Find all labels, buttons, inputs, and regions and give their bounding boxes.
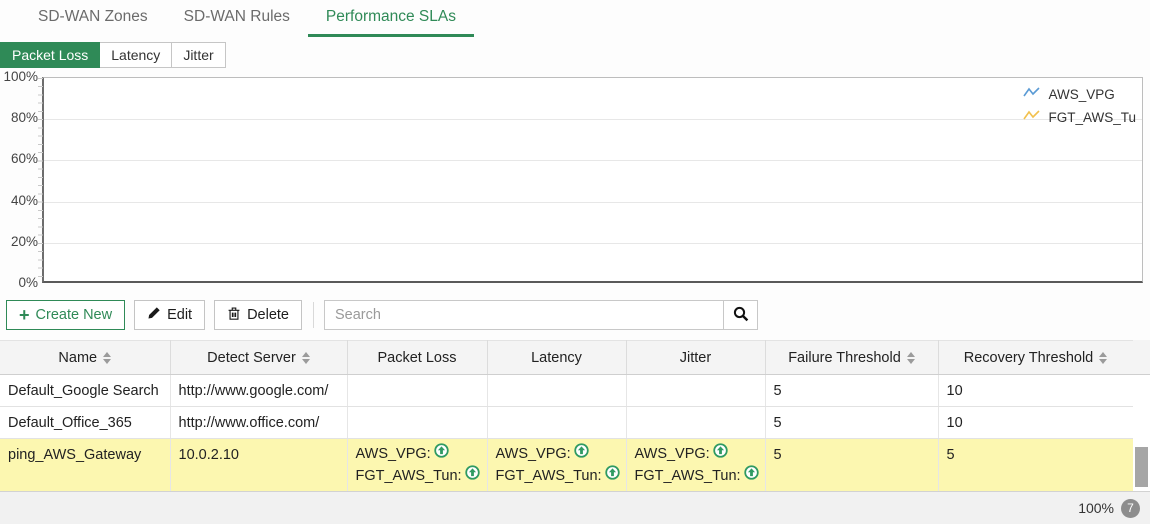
col-header-latency[interactable]: Latency (487, 340, 627, 375)
search-bar (324, 300, 758, 330)
y-axis-tick: 60% (10, 151, 38, 166)
status-footer: 100% 7 (0, 491, 1150, 524)
y-axis-tick: 0% (18, 275, 38, 290)
y-axis-minor-ticks (38, 78, 43, 281)
table-scrollbar (1133, 340, 1150, 491)
status-up-icon (713, 443, 728, 465)
toolbar-divider (313, 302, 314, 328)
packet-loss-chart: 100% 80% 60% 40% 20% 0% AWS_VPG FGT_AWS_… (0, 69, 1150, 290)
pencil-icon (147, 306, 161, 324)
col-header-packet-loss[interactable]: Packet Loss (347, 340, 488, 375)
col-header-recovery-threshold[interactable]: Recovery Threshold (938, 340, 1134, 375)
status-up-icon (464, 465, 480, 487)
zoom-level: 100% (1078, 500, 1114, 516)
line-series-icon (1023, 86, 1041, 102)
chart-legend: AWS_VPG FGT_AWS_Tu (1023, 86, 1136, 125)
tab-performance-slas[interactable]: Performance SLAs (307, 0, 474, 37)
trash-icon (227, 306, 241, 325)
cell-latency (487, 374, 627, 407)
col-header-jitter[interactable]: Jitter (626, 340, 766, 375)
y-axis-tick: 100% (3, 69, 38, 84)
legend-item-fgt-aws-tu: FGT_AWS_Tu (1023, 109, 1136, 125)
plus-icon: + (19, 305, 30, 325)
cell-detect-server: 10.0.2.10 (170, 438, 348, 492)
tab-sdwan-rules[interactable]: SD-WAN Rules (183, 8, 290, 25)
cell-failure-threshold: 5 (765, 406, 939, 439)
sort-icon (906, 351, 915, 364)
cell-jitter: AWS_VPG: FGT_AWS_Tun: (626, 438, 766, 492)
cell-packet-loss: AWS_VPG: FGT_AWS_Tun: (347, 438, 488, 492)
edit-button[interactable]: Edit (134, 300, 206, 330)
scrollbar-thumb[interactable] (1135, 447, 1148, 487)
legend-item-aws-vpg: AWS_VPG (1023, 86, 1115, 102)
search-input[interactable] (324, 300, 724, 330)
tab-sdwan-zones[interactable]: SD-WAN Zones (38, 8, 148, 25)
line-series-icon (1023, 109, 1041, 125)
sla-table: Name Detect Server Packet Loss Latency J… (0, 340, 1134, 492)
cell-latency (487, 406, 627, 439)
table-row-default-google-search[interactable]: Default_Google Search http://www.google.… (0, 374, 1134, 407)
cell-jitter (626, 406, 766, 439)
cell-recovery-threshold: 10 (938, 374, 1134, 407)
cell-recovery-threshold: 10 (938, 406, 1134, 439)
delete-button[interactable]: Delete (214, 300, 302, 330)
subtab-packet-loss[interactable]: Packet Loss (0, 42, 101, 68)
cell-packet-loss (347, 406, 488, 439)
cell-name: ping_AWS_Gateway (0, 438, 171, 492)
search-icon (733, 306, 749, 325)
status-up-icon (574, 443, 589, 465)
status-up-icon (743, 465, 759, 487)
cell-failure-threshold: 5 (765, 438, 939, 492)
cell-packet-loss (347, 374, 488, 407)
cell-latency: AWS_VPG: FGT_AWS_Tun: (487, 438, 627, 492)
cell-jitter (626, 374, 766, 407)
table-row-ping-aws-gateway-selected[interactable]: ping_AWS_Gateway 10.0.2.10 AWS_VPG: FGT_… (0, 438, 1134, 492)
table-header-row: Name Detect Server Packet Loss Latency J… (0, 340, 1134, 375)
col-header-failure-threshold[interactable]: Failure Threshold (765, 340, 939, 375)
search-button[interactable] (724, 300, 758, 330)
sort-icon (103, 351, 112, 364)
sort-icon (301, 351, 310, 364)
col-header-detect-server[interactable]: Detect Server (170, 340, 348, 375)
cell-failure-threshold: 5 (765, 374, 939, 407)
metric-subtabs: Packet Loss Latency Jitter (0, 42, 226, 68)
status-up-icon (604, 465, 620, 487)
top-tab-bar: SD-WAN Zones SD-WAN Rules Performance SL… (0, 0, 1150, 37)
cell-recovery-threshold: 5 (938, 438, 1134, 492)
create-new-button[interactable]: + Create New (6, 300, 126, 330)
cell-name: Default_Office_365 (0, 406, 171, 439)
chart-plot-area: AWS_VPG FGT_AWS_Tu (38, 77, 1143, 283)
table-toolbar: + Create New Edit Delete (0, 299, 1150, 331)
subtab-latency[interactable]: Latency (100, 42, 173, 68)
y-axis-tick: 40% (10, 193, 38, 208)
col-header-name[interactable]: Name (0, 340, 171, 375)
cell-detect-server: http://www.office.com/ (170, 406, 348, 439)
cell-name: Default_Google Search (0, 374, 171, 407)
table-row-default-office-365[interactable]: Default_Office_365 http://www.office.com… (0, 406, 1134, 439)
cell-detect-server: http://www.google.com/ (170, 374, 348, 407)
notification-badge[interactable]: 7 (1121, 498, 1140, 518)
y-axis-tick: 20% (10, 234, 38, 249)
sort-icon (1099, 351, 1108, 364)
subtab-jitter[interactable]: Jitter (172, 42, 226, 68)
status-up-icon (434, 443, 449, 465)
y-axis-tick: 80% (10, 110, 38, 125)
